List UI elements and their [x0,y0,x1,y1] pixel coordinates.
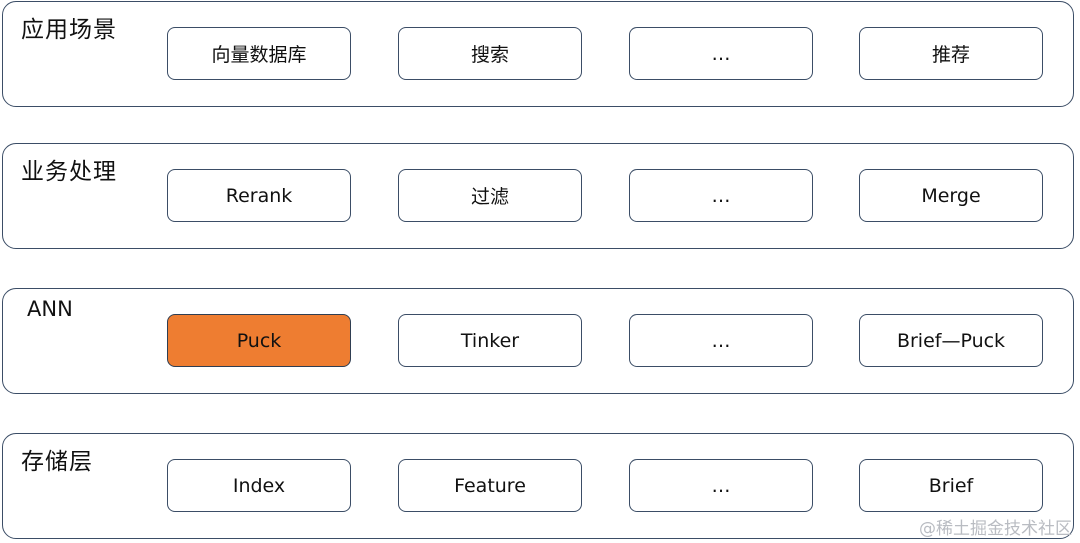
layer-business-processing: 业务处理 Rerank 过滤 … Merge [2,143,1074,249]
box-ellipsis: … [629,27,813,80]
layer-application-scenarios: 应用场景 向量数据库 搜索 … 推荐 [2,1,1074,107]
layer-title: 业务处理 [21,159,117,185]
layer-storage: 存储层 Index Feature … Brief [2,433,1074,539]
box-search: 搜索 [398,27,582,80]
box-brief-puck: Brief—Puck [859,314,1043,367]
layer-title: 应用场景 [21,17,117,43]
box-filter: 过滤 [398,169,582,222]
box-merge: Merge [859,169,1043,222]
box-index: Index [167,459,351,512]
layer-title: 存储层 [21,449,93,475]
box-ellipsis: … [629,459,813,512]
box-ellipsis: … [629,314,813,367]
box-brief: Brief [859,459,1043,512]
box-recommendation: 推荐 [859,27,1043,80]
layer-title: ANN [27,297,73,321]
box-tinker: Tinker [398,314,582,367]
watermark: @稀土掘金技术社区 [919,519,1072,539]
box-ellipsis: … [629,169,813,222]
box-rerank: Rerank [167,169,351,222]
box-feature: Feature [398,459,582,512]
box-puck: Puck [167,314,351,367]
layer-ann: ANN Puck Tinker … Brief—Puck [2,288,1074,394]
box-vector-database: 向量数据库 [167,27,351,80]
